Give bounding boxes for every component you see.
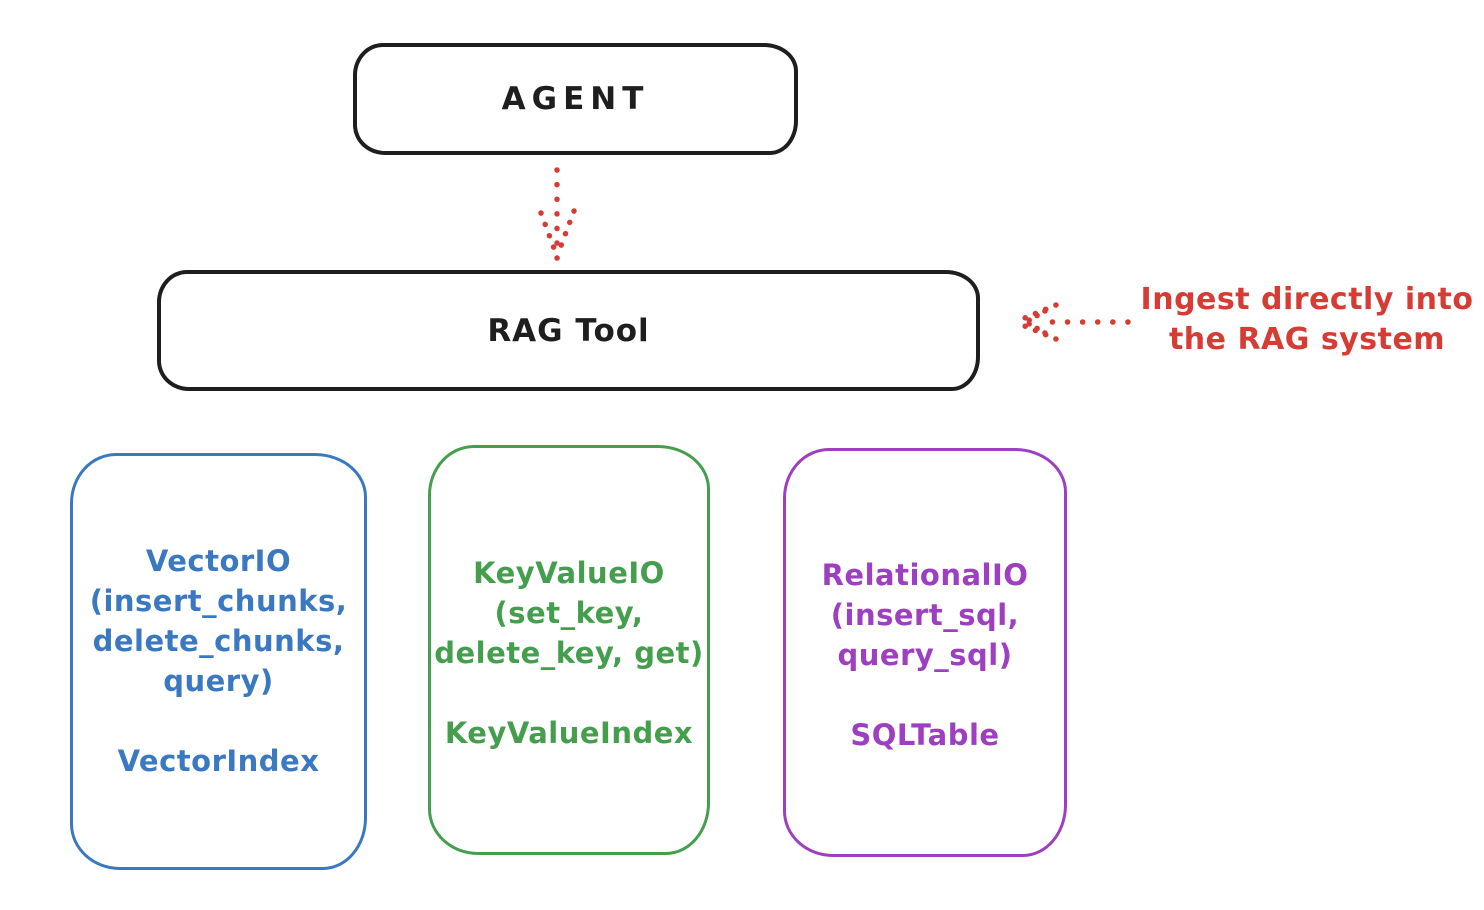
backend-index-label: KeyValueIndex [444, 716, 694, 750]
ingest-annotation: Ingest directly into the RAG system [1135, 280, 1479, 360]
backend-line: VectorIO [145, 544, 292, 578]
backend-index-label: VectorIndex [117, 744, 320, 778]
backend-line: query) [163, 664, 274, 698]
ingest-annotation-line: the RAG system [1168, 322, 1446, 357]
backend-node-relational-io: RelationalIO (insert_sql, query_sql) SQL… [783, 448, 1067, 857]
backend-lines: RelationalIO (insert_sql, query_sql) [822, 555, 1029, 675]
rag-tool-node-label: RAG Tool [487, 312, 650, 349]
backend-line: (set_key, [494, 596, 644, 630]
backend-line: KeyValueIO [473, 556, 665, 590]
backend-lines: VectorIO (insert_chunks, delete_chunks, … [90, 541, 348, 701]
arrow-ingest-into-rag-tool [1012, 302, 1131, 342]
backend-index-label: SQLTable [850, 718, 1000, 752]
backend-lines: KeyValueIO (set_key, delete_key, get) [434, 553, 704, 673]
backend-line: (insert_sql, [830, 598, 1020, 632]
backend-line: RelationalIO [821, 558, 1029, 592]
rag-tool-node: RAG Tool [157, 270, 980, 391]
ingest-annotation-line: Ingest directly into [1140, 282, 1474, 317]
backend-node-keyvalue-io: KeyValueIO (set_key, delete_key, get) Ke… [428, 445, 710, 855]
backend-node-vector-io: VectorIO (insert_chunks, delete_chunks, … [70, 453, 367, 870]
arrow-agent-to-rag-tool [538, 167, 577, 261]
backend-line: (insert_chunks, [89, 584, 348, 618]
agent-node-label: AGENT [501, 81, 650, 117]
agent-node: AGENT [353, 43, 798, 155]
backend-line: delete_chunks, [92, 624, 345, 658]
backend-line: delete_key, get) [434, 636, 704, 670]
backend-line: query_sql) [837, 638, 1013, 672]
